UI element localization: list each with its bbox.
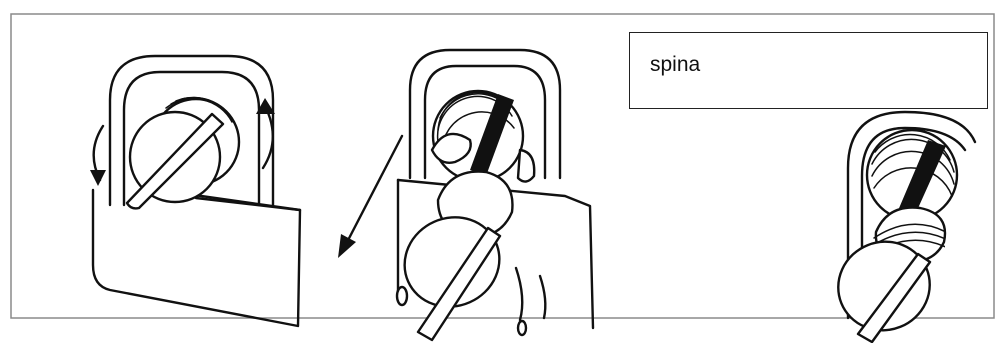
step-1-unscrew-cap xyxy=(90,56,300,326)
rotate-arrow-left-head xyxy=(90,170,106,186)
water-drop xyxy=(397,287,407,305)
pull-arrow-head xyxy=(338,234,356,258)
water-drop xyxy=(516,268,522,320)
water-drop xyxy=(540,276,545,318)
filter-lint-blob xyxy=(518,150,534,182)
rotate-arrow-right xyxy=(263,108,273,168)
front-panel-lip xyxy=(196,198,300,210)
callout-box: spina xyxy=(629,32,988,109)
front-panel xyxy=(93,190,300,326)
step-2-pull-filter xyxy=(338,50,593,340)
pull-arrow xyxy=(344,136,402,248)
step-3-filter-pin-detail xyxy=(825,112,975,343)
water-drop xyxy=(518,321,526,335)
callout-label-spina: spina xyxy=(650,53,700,77)
